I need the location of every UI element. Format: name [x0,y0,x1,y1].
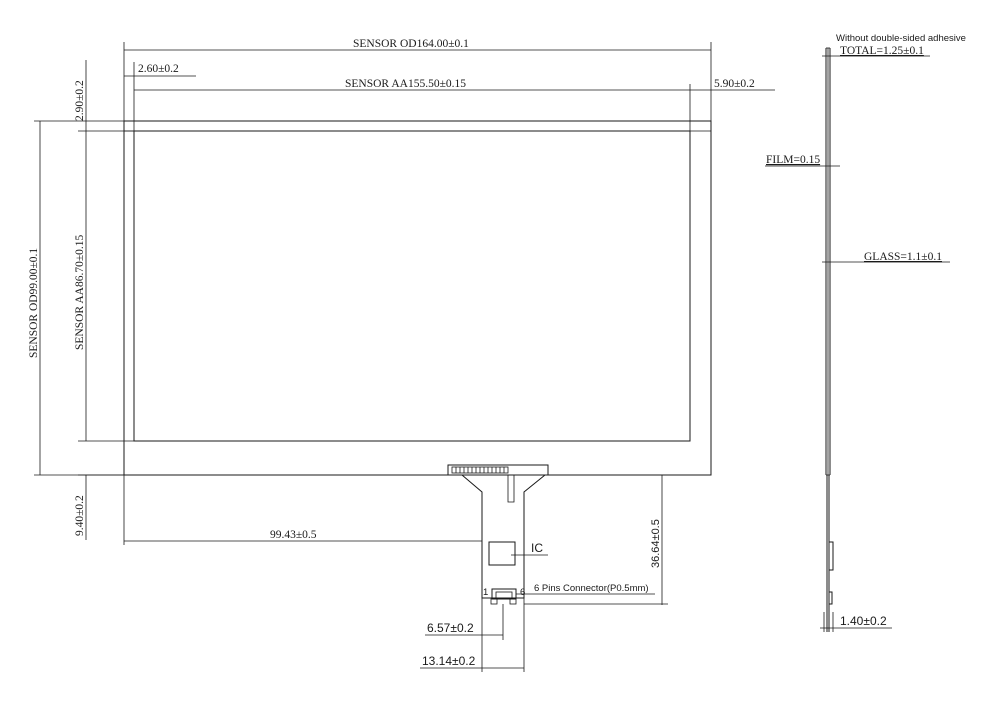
connector-width-label: 13.14±0.2 [422,654,476,668]
front-view: SENSOR OD164.00±0.1 2.60±0.2 SENSOR AA15… [28,38,775,672]
film-thickness-label: FILM=0.15 [766,154,820,166]
side-view: Without double-sided adhesive TOTAL=1.25… [765,33,966,632]
right-margin-label: 5.90±0.2 [714,78,755,90]
left-margin-label: 2.60±0.2 [138,63,179,75]
fpc-length-label: 36.64±0.5 [650,519,662,568]
fpc-offset-label: 99.43±0.5 [270,529,317,541]
pin-1-label: 1 [483,587,488,598]
sensor-aa-height-label: SENSOR AA86.70±0.15 [74,234,86,350]
ic-chip [488,541,516,566]
total-thickness-label: TOTAL=1.25±0.1 [840,45,924,57]
side-connector [828,591,833,605]
fpc-tail [447,464,549,605]
top-margin-label: 2.90±0.2 [74,80,86,121]
active-area-outline [133,130,691,442]
fpc-bonding-pad [447,464,549,476]
connector-center-label: 6.57±0.2 [427,621,474,635]
sensor-aa-width-label: SENSOR AA155.50±0.15 [345,78,466,90]
sensor-outline [123,120,712,476]
side-note-label: Without double-sided adhesive [836,33,966,44]
side-ic [828,541,834,571]
glass-thickness-label: GLASS=1.1±0.1 [864,251,942,263]
ic-label: IC [531,541,543,555]
sensor-od-width-label: SENSOR OD164.00±0.1 [353,38,469,50]
bottom-margin-label: 9.40±0.2 [74,495,86,536]
fpc-thickness-label: 1.40±0.2 [840,614,887,628]
pin-6-label: 6 [520,587,525,598]
connector-label: 6 Pins Connector(P0.5mm) [534,583,649,594]
sensor-od-height-label: SENSOR OD99.00±0.1 [28,248,40,358]
